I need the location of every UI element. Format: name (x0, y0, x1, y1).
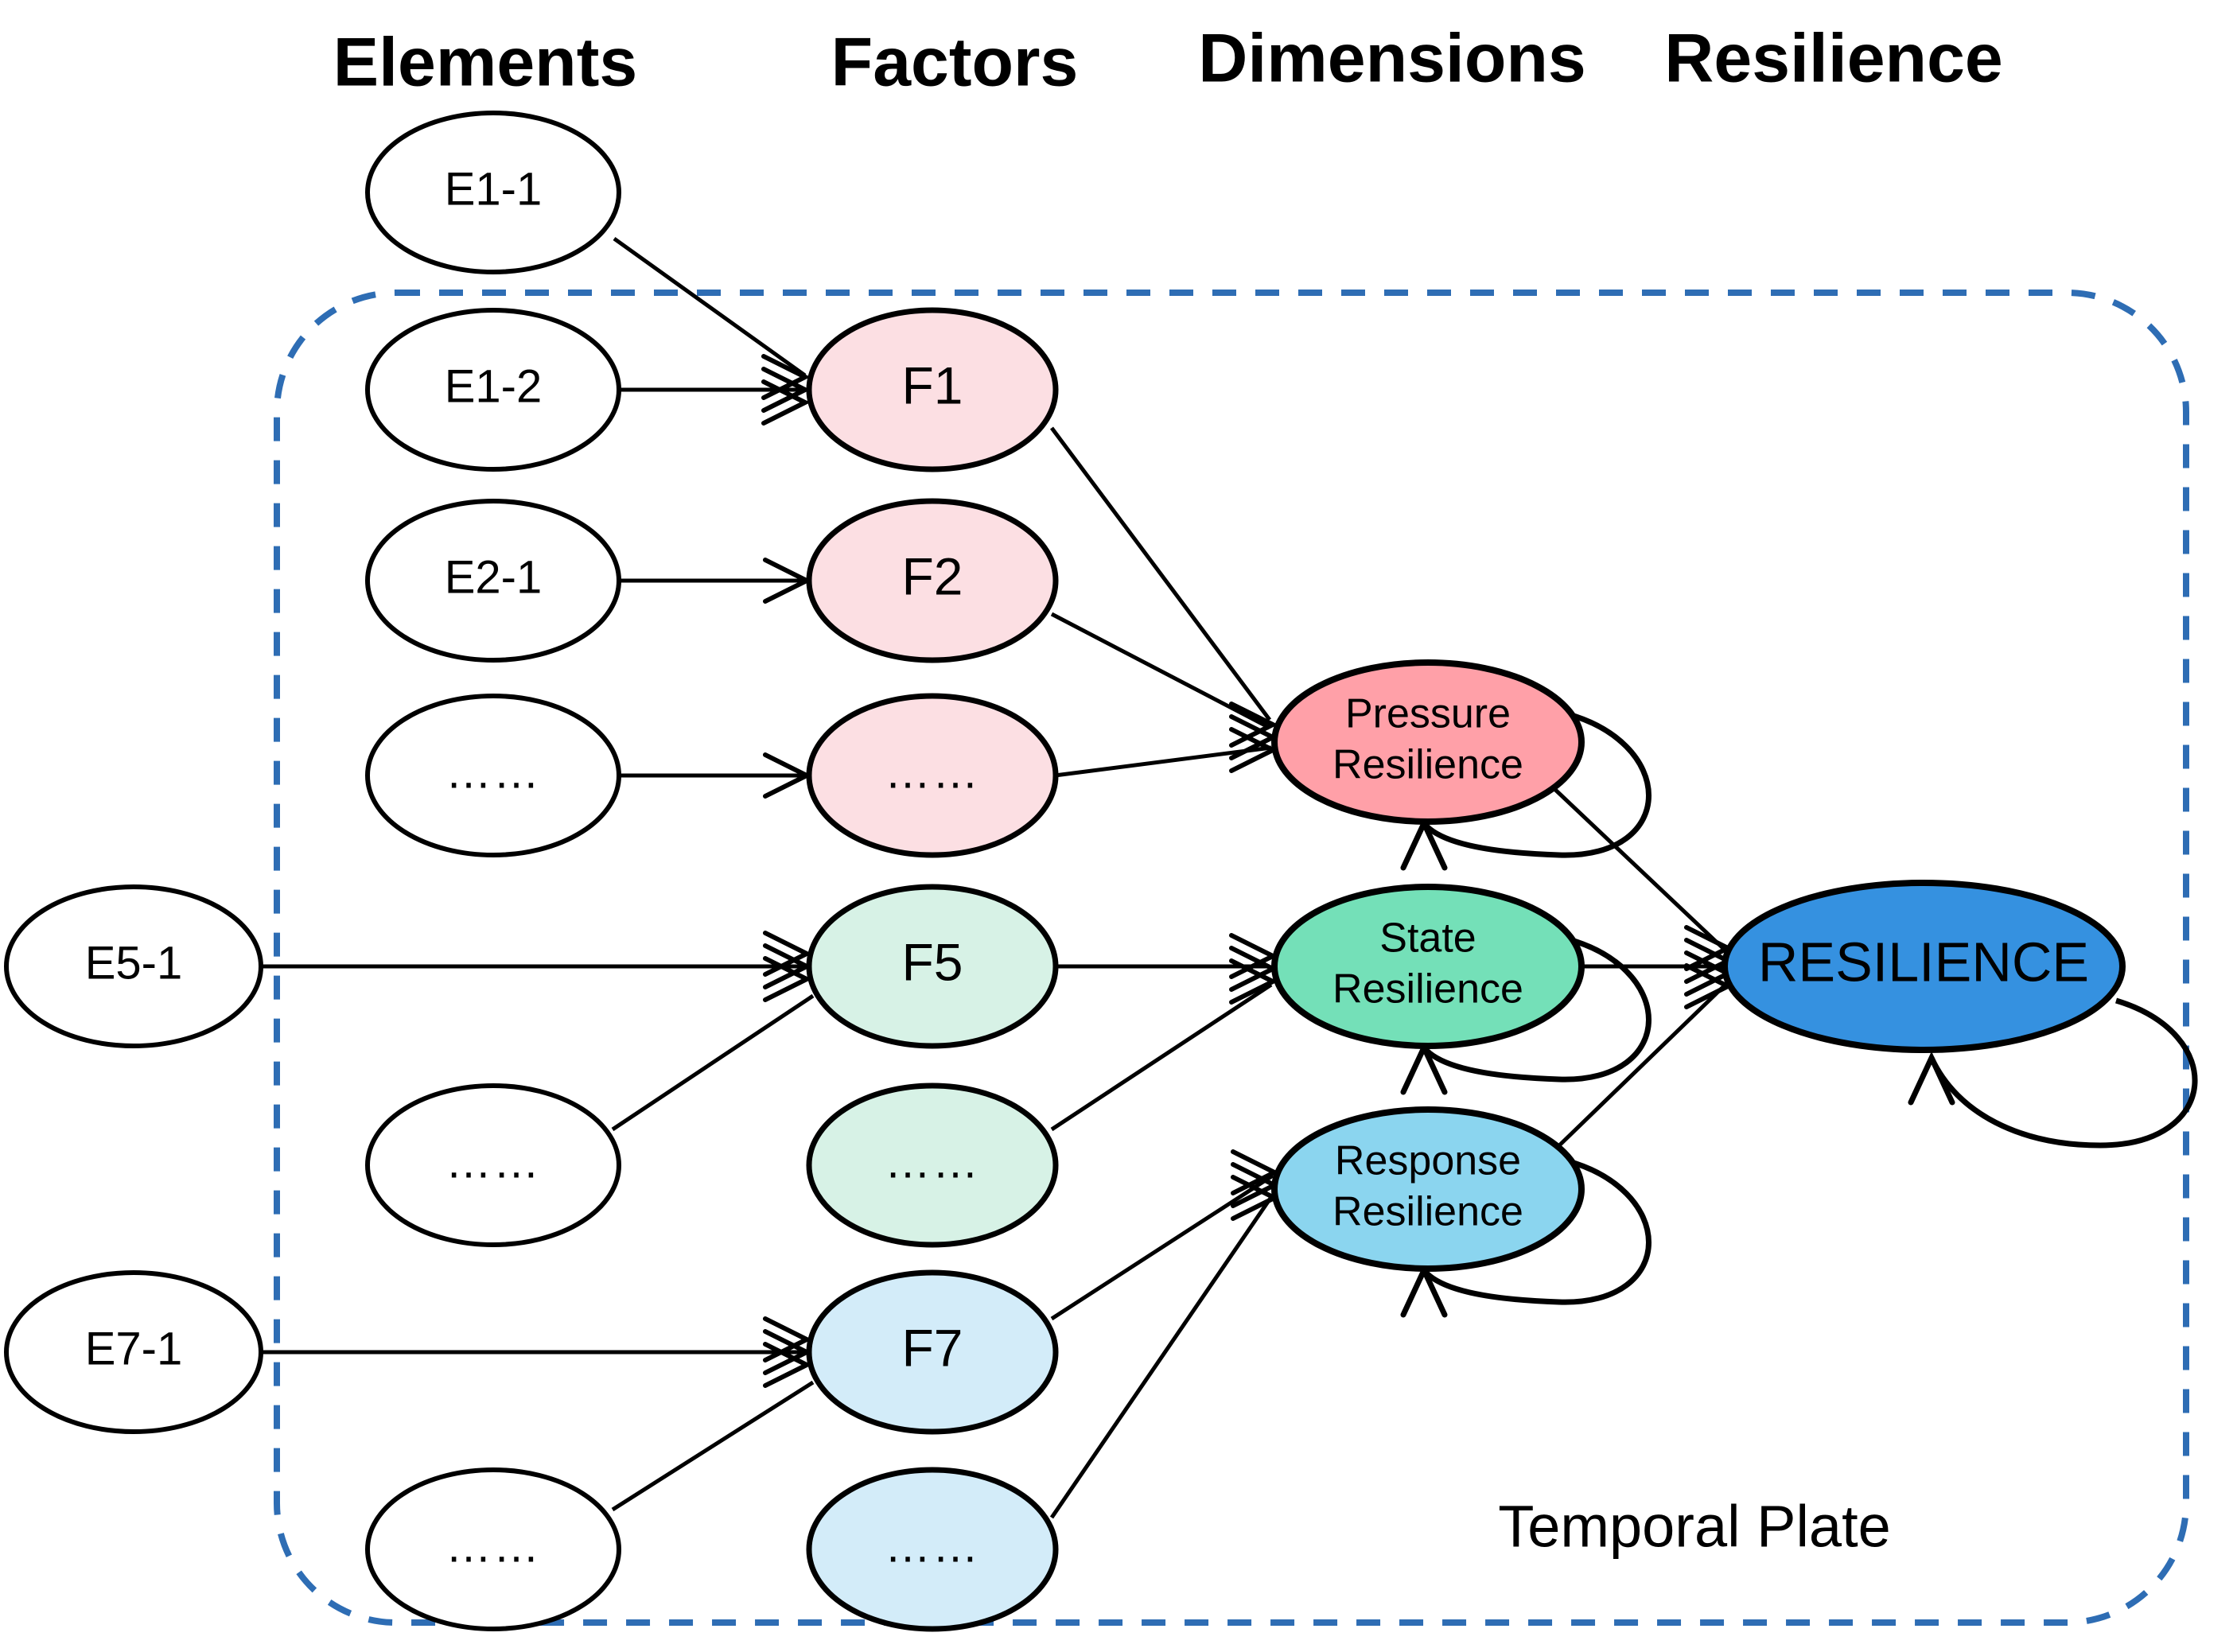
factor-node-f_dots_r[interactable]: …… (806, 1467, 1059, 1632)
factor-node-shape (806, 884, 1059, 1049)
factor-node-f1[interactable]: F1 (806, 307, 1059, 472)
arrowhead-state (1229, 958, 1278, 1005)
arrowhead-state-loop (1400, 1040, 1448, 1095)
column-header-dimensions: Dimensions (1198, 21, 1585, 97)
edge-pressure-to-resilience (1551, 786, 1728, 953)
edge-f_dots_p-to-pressure (1054, 745, 1272, 778)
element-label: …… (445, 746, 541, 798)
self-loop-response (1422, 1156, 1651, 1305)
edge-f1-to-pressure (1049, 426, 1272, 721)
element-label: …… (445, 1520, 541, 1572)
edge-f2-to-pressure (1050, 612, 1271, 730)
arrowhead-response-loop (1400, 1263, 1448, 1318)
dimension-label-line1: Response (1335, 1138, 1521, 1184)
factor-label: F5 (901, 932, 963, 991)
dimension-node-shape (1271, 659, 1585, 825)
column-headers: Elements Factors Dimensions Resilience (333, 21, 2003, 101)
resilience-label: RESILIENCE (1758, 931, 2089, 993)
edge-e_dots_r-to-f7 (611, 1380, 815, 1512)
factor-node-shape (806, 1083, 1059, 1248)
element-label: E1-1 (445, 163, 543, 215)
self-loops-layer (1422, 709, 2198, 1305)
element-node-shape (4, 1270, 263, 1434)
element-node-e1_2[interactable]: E1-2 (365, 308, 621, 472)
edges-layer (261, 236, 1729, 1519)
element-label: E7-1 (85, 1323, 183, 1374)
factor-label: …… (885, 746, 980, 798)
column-header-factors: Factors (831, 25, 1079, 101)
element-node-e7_1[interactable]: E7-1 (4, 1270, 263, 1434)
edge-f_dots_s-to-state (1050, 982, 1273, 1132)
temporal-plate-boundary (274, 290, 2189, 1626)
column-header-resilience: Resilience (1664, 21, 2002, 97)
element-node-e_dots_s[interactable]: …… (365, 1083, 621, 1247)
element-node-shape (4, 884, 263, 1048)
element-node-shape (365, 1467, 621, 1631)
edge-e_dots_s-to-f5 (611, 993, 815, 1132)
self-loop-state (1422, 934, 1651, 1083)
element-node-shape (365, 111, 621, 274)
factor-label: F1 (901, 356, 963, 414)
arrowhead-f1 (761, 379, 811, 426)
edge-f_dots_r-to-response (1049, 1195, 1274, 1519)
element-node-e_dots_p[interactable]: …… (365, 694, 621, 857)
arrowhead-f7 (763, 1342, 812, 1388)
dimension-node-shape (1271, 1106, 1585, 1272)
factor-node-f2[interactable]: F2 (806, 498, 1059, 663)
edge-response-to-resilience (1554, 981, 1729, 1151)
dimension-node-shape (1271, 884, 1585, 1049)
temporal-plate-label: Temporal Plate (1498, 1494, 1891, 1560)
element-node-e_dots_r[interactable]: …… (365, 1467, 621, 1631)
self-loop-pressure (1422, 709, 1651, 858)
dimension-label-line2: Resilience (1332, 966, 1523, 1013)
factor-node-f5[interactable]: F5 (806, 884, 1059, 1049)
arrowhead-f1 (761, 367, 811, 413)
element-node-e5_1[interactable]: E5-1 (4, 884, 263, 1048)
factor-label: F7 (901, 1318, 963, 1377)
arrowhead-pressure-loop (1400, 816, 1448, 871)
element-node-e2_1[interactable]: E2-1 (365, 499, 621, 663)
factor-node-f_dots_p[interactable]: …… (806, 693, 1059, 858)
factor-node-shape (806, 1269, 1059, 1435)
factor-node-f_dots_s[interactable]: …… (806, 1083, 1059, 1248)
factor-node-shape (806, 498, 1059, 663)
arrowhead-f5 (763, 956, 812, 1002)
element-node-e1_1[interactable]: E1-1 (365, 111, 621, 274)
factor-node-shape (806, 693, 1059, 858)
dimension-label-line2: Resilience (1332, 1189, 1523, 1235)
factor-label: …… (885, 1520, 980, 1572)
factor-node-shape (806, 1467, 1059, 1632)
element-label: E2-1 (445, 551, 543, 603)
element-node-shape (365, 308, 621, 472)
arrowheads-layer (761, 354, 1955, 1388)
dimension-label-line2: Resilience (1332, 742, 1523, 788)
resilience-node-resilience[interactable]: RESILIENCE (1722, 880, 2126, 1053)
element-label: E1-2 (445, 360, 543, 412)
edge-f7-to-response (1050, 1173, 1274, 1321)
edge-e1_1-to-f1 (613, 236, 807, 378)
dimension-label-line1: Pressure (1345, 691, 1511, 737)
element-label: …… (445, 1136, 541, 1187)
element-node-shape (365, 1083, 621, 1247)
arrowhead-resilience-loop (1908, 1051, 1955, 1106)
column-header-elements: Elements (333, 25, 637, 101)
dimension-label-line1: State (1379, 915, 1476, 962)
element-node-shape (365, 694, 621, 857)
self-loop-resilience (1928, 997, 2198, 1149)
resilience-node-shape (1722, 880, 2126, 1053)
factor-label: F2 (901, 546, 963, 605)
element-label: E5-1 (85, 937, 183, 989)
element-node-shape (365, 499, 621, 663)
factor-node-f7[interactable]: F7 (806, 1269, 1059, 1435)
factor-node-shape (806, 307, 1059, 472)
factor-label: …… (885, 1136, 980, 1187)
